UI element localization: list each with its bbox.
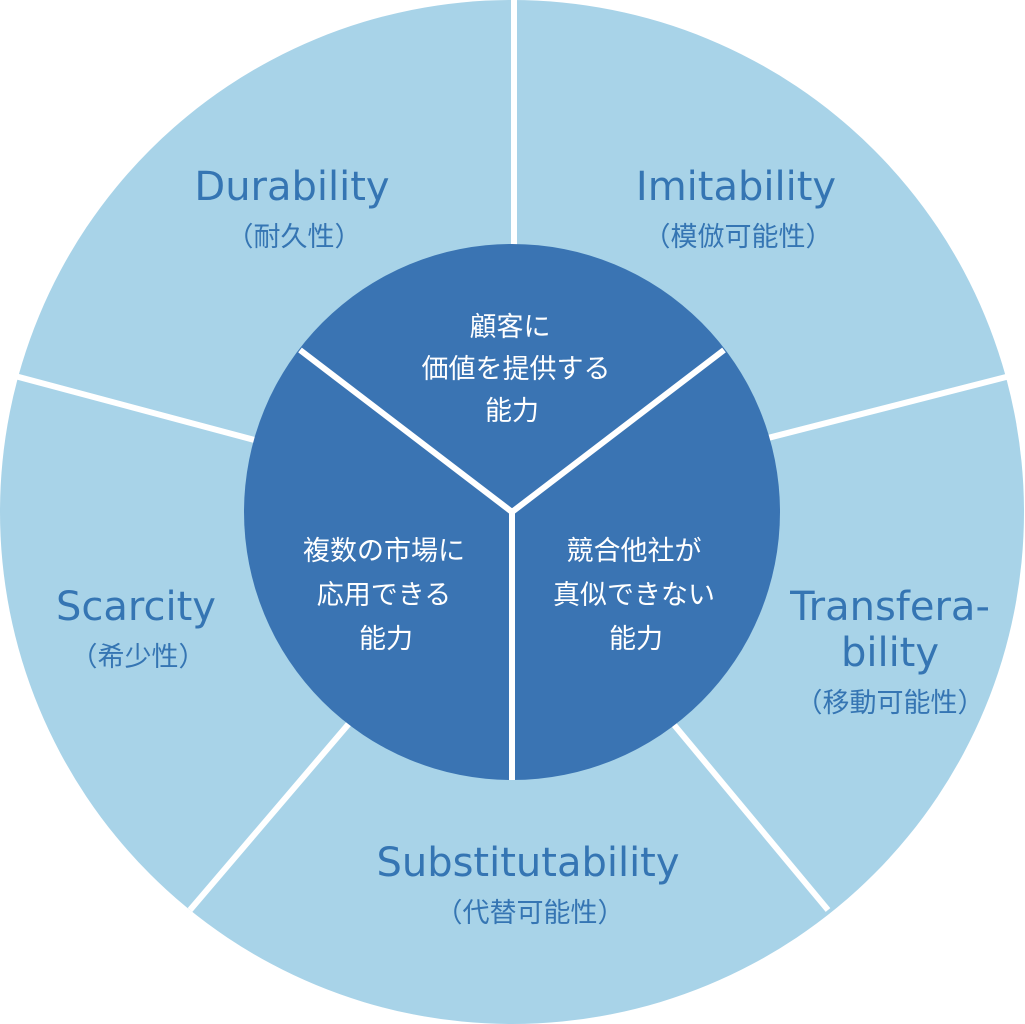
inner-label-top: 顧客に 価値を提供する 能力: [422, 312, 615, 427]
outer-title-line: Substitutability: [376, 840, 679, 886]
outer-label-scarcity: Scarcity （希少性）: [56, 584, 220, 673]
outer-label-imitability: Imitability （模倣可能性）: [636, 164, 840, 253]
outer-title-line: Durability: [194, 164, 389, 210]
inner-text-line: 応用できる: [317, 580, 451, 611]
inner-text-line: 顧客に: [470, 312, 551, 343]
divider-upper-right: [759, 373, 1011, 443]
divider-lower-right: [667, 718, 831, 912]
inner-text-line: 能力: [609, 624, 663, 655]
inner-text-line: 競合他社が: [567, 536, 702, 567]
inner-divider-right: [510, 347, 726, 515]
inner-text-line: 真似できない: [553, 580, 715, 611]
outer-label-substitutability: Substitutability （代替可能性）: [376, 840, 683, 929]
divider-upper-left: [14, 373, 263, 445]
outer-subtitle: （代替可能性）: [436, 898, 625, 929]
inner-text-line: 価値を提供する: [422, 354, 611, 385]
inner-text-line: 能力: [485, 396, 539, 427]
outer-subtitle: （移動可能性）: [796, 688, 985, 719]
outer-subtitle: （希少性）: [71, 642, 206, 673]
outer-title-line: Scarcity: [56, 584, 216, 630]
outer-subtitle: （模倣可能性）: [644, 222, 833, 253]
outer-title-line: Transfera-: [789, 584, 990, 630]
inner-dividers: [298, 347, 726, 780]
inner-text-line: 能力: [359, 624, 413, 655]
outer-title-line: Imitability: [636, 164, 836, 210]
outer-label-durability: Durability （耐久性）: [194, 164, 393, 253]
inner-text-line: 複数の市場に: [303, 536, 465, 567]
divider-lower-left: [187, 718, 355, 912]
outer-title-line: bility: [841, 630, 939, 676]
outer-label-transferability: Transfera- bility （移動可能性）: [789, 584, 994, 719]
inner-label-left: 複数の市場に 応用できる 能力: [303, 536, 469, 655]
inner-label-right: 競合他社が 真似できない 能力: [553, 536, 719, 655]
inner-divider-left: [298, 347, 514, 515]
outer-subtitle: （耐久性）: [227, 222, 362, 253]
